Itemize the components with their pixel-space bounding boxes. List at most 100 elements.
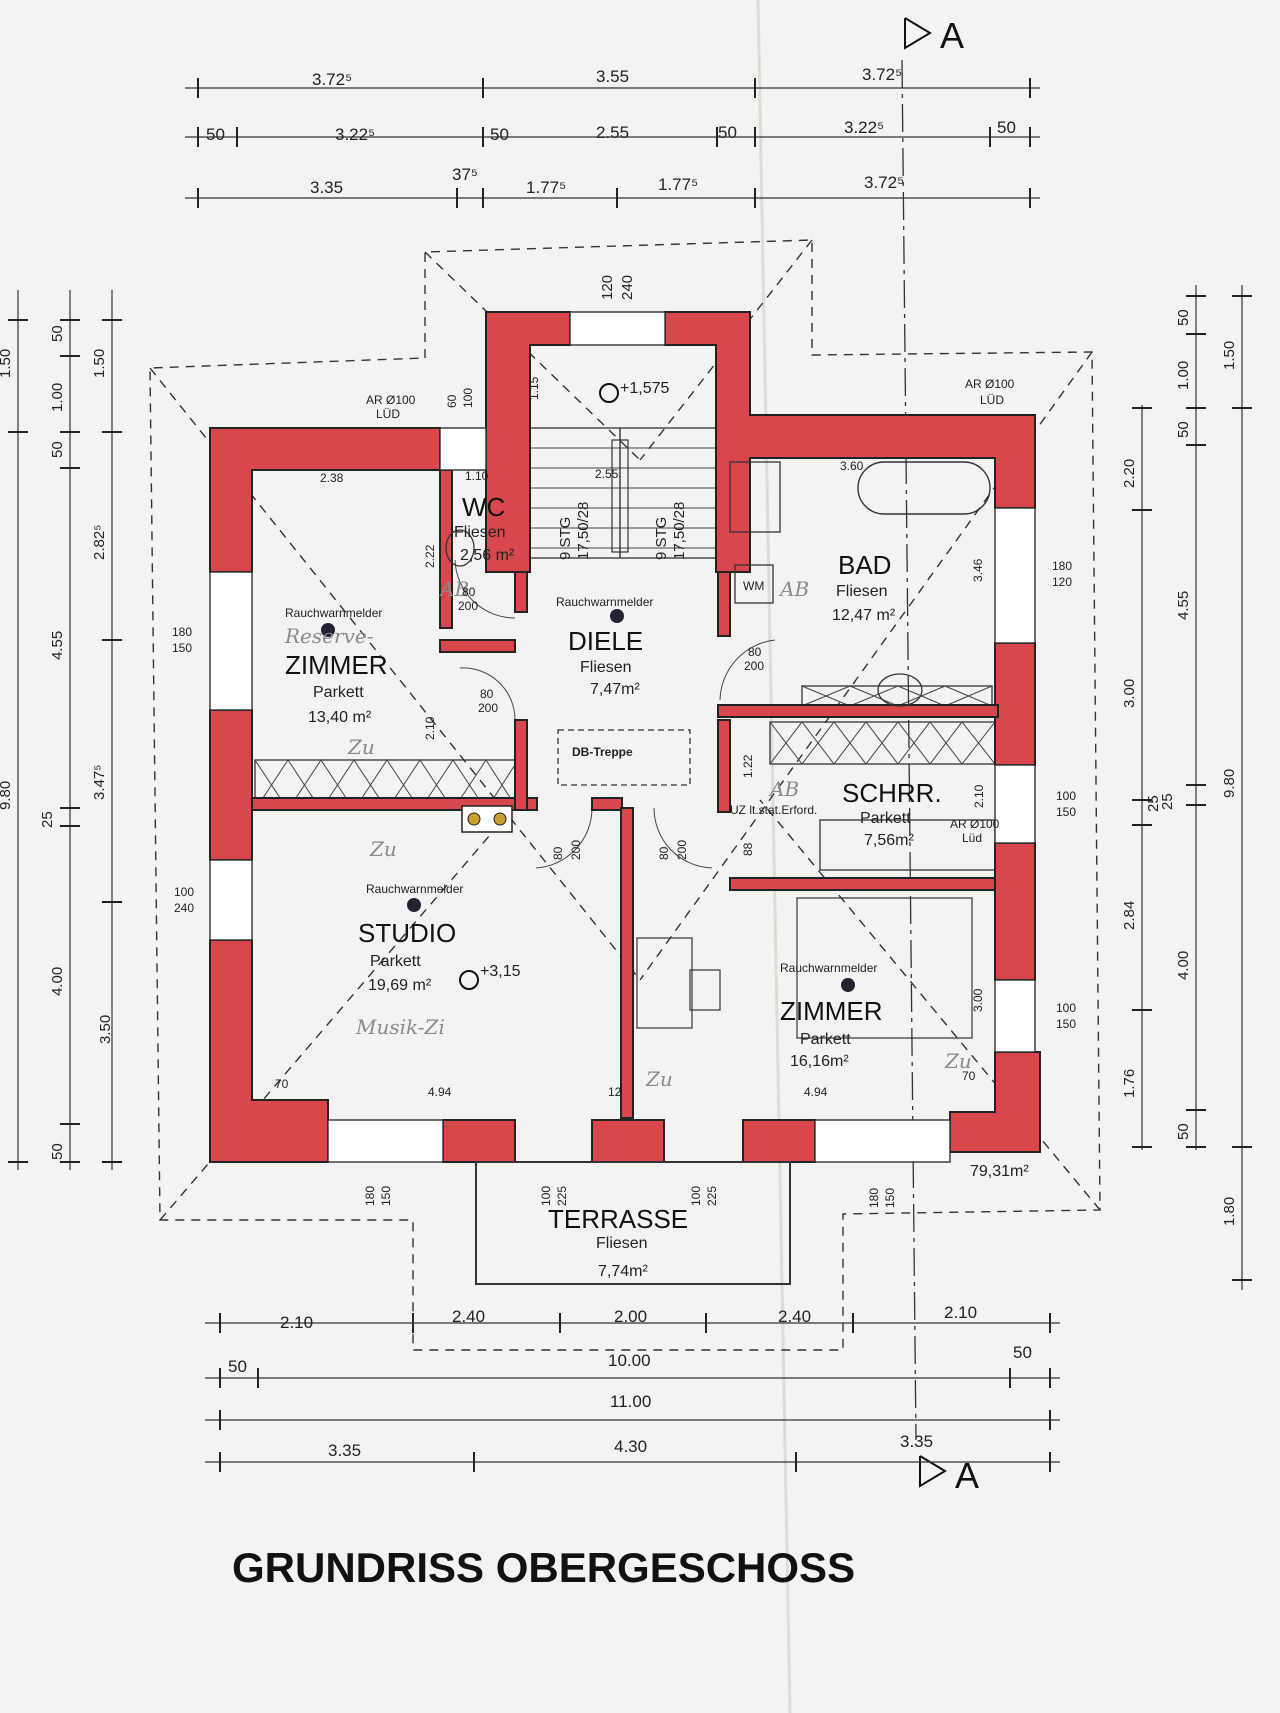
win-label-4a: 100 (1056, 789, 1076, 803)
misc-dim-2: 1.10 (465, 469, 489, 483)
room-diele: DIELE (568, 626, 643, 656)
dimension-chain-top (185, 78, 1040, 208)
dim-top-6: 50 (490, 125, 509, 144)
stair-width-2: 2.55 (595, 467, 619, 481)
win-label-7a: 100 (539, 1186, 553, 1206)
misc-dim-3: 3.60 (840, 459, 864, 473)
win-label-9b: 150 (883, 1188, 897, 1208)
ar-mid: AR Ø100 (950, 817, 1000, 831)
dim-left-m6: 4.00 (49, 967, 66, 996)
misc-dim-7: 1.22 (741, 754, 755, 778)
smoke-detector-icon (407, 898, 421, 912)
stair-run-1b: 17,50/28 (575, 502, 592, 560)
misc-dim-10: 4.94 (428, 1085, 452, 1099)
area-bad: 12,47 m² (832, 607, 896, 624)
dim-bottom-7: 10.00 (608, 1351, 651, 1370)
dim-right-b3: 50 (1175, 421, 1192, 438)
win-label-5b: 150 (1056, 1017, 1076, 1031)
door-w-2: 80 (480, 687, 494, 701)
misc-dim-9: 3.00 (971, 988, 985, 1012)
smoke-label-zimmer-right: Rauchwarnmelder (780, 961, 877, 975)
room-bad: BAD (838, 550, 891, 580)
dim-bottom-6: 50 (228, 1357, 247, 1376)
room-wc: WC (462, 492, 505, 522)
win-label-2a: 100 (174, 885, 194, 899)
floor-studio: Parkett (370, 953, 421, 970)
dim-bottom-1: 2.10 (280, 1313, 313, 1332)
dim-top-15: 3.72⁵ (864, 173, 904, 192)
note-musik: Musik-Zi (355, 1015, 445, 1039)
uz-label: UZ lt.stat.Erford. (730, 803, 817, 817)
misc-dim-14: 88 (741, 842, 755, 856)
dim-right-a3: 25 (1145, 795, 1162, 812)
door-w-3: 80 (748, 645, 762, 659)
dim-bottom-12: 3.35 (900, 1432, 933, 1451)
dim-bottom-2: 2.40 (452, 1307, 485, 1326)
door-h-5: 200 (675, 840, 689, 860)
room-studio: STUDIO (358, 918, 456, 948)
dim-right-a5: 1.76 (1121, 1069, 1138, 1098)
smoke-label-studio: Rauchwarnmelder (366, 882, 463, 896)
dim-top-11: 3.35 (310, 178, 343, 197)
total-area: 79,31m² (970, 1163, 1029, 1180)
door-h-3: 200 (744, 659, 764, 673)
section-label-bottom: A (955, 1455, 979, 1496)
win-label-10b: 100 (461, 388, 475, 408)
dim-top-13: 1.77⁵ (526, 178, 566, 197)
stair-run-2: 9 STG (653, 517, 670, 560)
area-schrr: 7,56m² (864, 832, 914, 849)
dim-top-1: 3.72⁵ (312, 70, 352, 89)
dim-bottom-10: 3.35 (328, 1441, 361, 1460)
misc-dim-11: 4.94 (804, 1085, 828, 1099)
area-studio: 19,69 m² (368, 977, 432, 994)
misc-dim-1: 2.38 (320, 471, 344, 485)
misc-dim-8: 3.46 (971, 558, 985, 582)
dim-top-7: 2.55 (596, 123, 629, 142)
win-label-1a: 180 (172, 625, 192, 639)
section-axis (901, 59, 917, 1441)
smoke-label-diele: Rauchwarnmelder (556, 595, 653, 609)
dim-left-top: 1.50 (0, 349, 14, 378)
dim-top-4: 50 (206, 125, 225, 144)
dim-top-8: 50 (718, 123, 737, 142)
dim-right-b7: 50 (1175, 1123, 1192, 1140)
db-treppe: DB-Treppe (572, 745, 633, 759)
dim-left-m4: 4.55 (49, 631, 66, 660)
paper-fold (756, 0, 792, 1713)
dim-right-c2: 9.80 (1221, 769, 1238, 798)
win-label-1b: 150 (172, 641, 192, 655)
dim-bottom-5: 2.10 (944, 1303, 977, 1322)
room-terrasse: TERRASSE (548, 1204, 688, 1234)
dim-right-b6: 4.00 (1175, 951, 1192, 980)
ab-note-3: AB (768, 777, 799, 801)
terrace-outline (475, 1161, 791, 1285)
misc-dim-13: 70 (962, 1069, 976, 1083)
smoke-detector-icon (841, 978, 855, 992)
dim-right-b2: 1.00 (1175, 361, 1192, 390)
lud-left: LÜD (376, 407, 400, 421)
dim-right-b4: 4.55 (1175, 591, 1192, 620)
lud-right: LÜD (980, 393, 1004, 407)
misc-dim-6: 2.10 (972, 784, 986, 808)
dim-right-a2: 3.00 (1121, 679, 1138, 708)
floor-bad: Fliesen (836, 583, 888, 600)
door-w-4: 80 (551, 846, 565, 860)
win-label-6b: 150 (379, 1186, 393, 1206)
section-marker-bottom (919, 1455, 947, 1488)
dim-left-m7: 50 (49, 1143, 66, 1160)
win-label-9a: 180 (867, 1188, 881, 1208)
door-h-2: 200 (478, 701, 498, 715)
dim-bottom-11: 4.30 (614, 1437, 647, 1456)
doors (454, 559, 776, 869)
stair-level: +1,575 (620, 380, 669, 397)
ar-right: AR Ø100 (965, 377, 1015, 391)
win-label-8b: 225 (705, 1186, 719, 1206)
zu-note-2: Zu (369, 837, 397, 861)
room-schrr: SCHRR. (842, 778, 942, 808)
dim-left-i3: 3.47⁵ (91, 765, 108, 800)
dim-left-m2: 1.00 (49, 383, 66, 412)
page-title: GRUNDRISS OBERGESCHOSS (232, 1544, 855, 1591)
dim-right-c3: 1.80 (1221, 1197, 1238, 1226)
win-label-5a: 100 (1056, 1001, 1076, 1015)
ar-left: AR Ø100 (366, 393, 416, 407)
